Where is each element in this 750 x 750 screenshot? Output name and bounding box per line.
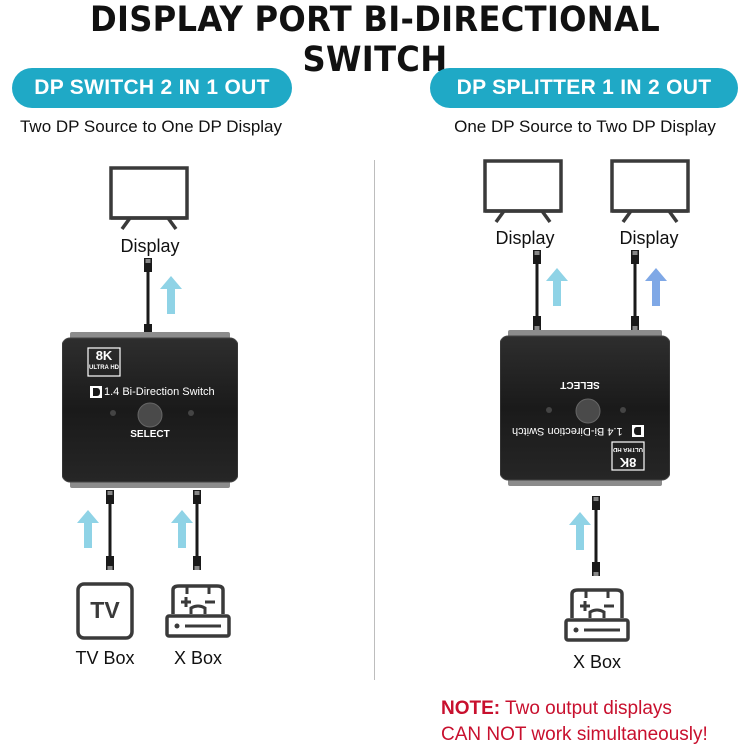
device-name: 1.4 Bi-Direction Switch <box>104 386 215 398</box>
dp-cable <box>193 490 201 570</box>
dp-cable <box>592 496 600 576</box>
tv-box-icon <box>76 582 134 640</box>
displayport-logo-icon <box>632 425 644 437</box>
select-button[interactable] <box>575 398 601 424</box>
signal-arrow-icon <box>160 276 182 314</box>
tv-box-label: TV Box <box>75 648 135 668</box>
display-label: Display <box>619 228 679 248</box>
note-line-2: CAN NOT work simultaneously! <box>441 724 708 745</box>
signal-arrow-icon <box>569 512 591 550</box>
display-monitor-icon <box>109 166 189 231</box>
game-console-icon <box>564 588 630 642</box>
x-box-label: X Box <box>572 652 622 672</box>
select-button-area <box>546 407 626 413</box>
splitter-mode-subtitle: One DP Source to Two DP Display <box>454 117 716 136</box>
signal-arrow-icon <box>645 268 667 306</box>
warning-note: NOTE: Two output displays CAN NOT work s… <box>441 696 741 748</box>
switch-mode-subtitle: Two DP Source to One DP Display <box>19 117 283 136</box>
ultra-hd-badge-top: 8K <box>619 455 637 470</box>
display-label: Display <box>495 228 555 248</box>
displayport-logo-icon <box>90 386 102 398</box>
ultra-hd-badge-bottom: ULTRA HD <box>613 446 643 452</box>
display-monitor-icon <box>483 159 563 224</box>
ultra-hd-badge-top: 8K <box>95 348 113 363</box>
note-prefix: NOTE: <box>441 698 501 719</box>
tv-box-icon-text: TV <box>90 597 120 623</box>
select-button[interactable] <box>137 402 163 428</box>
signal-arrow-icon <box>171 510 193 548</box>
game-console-icon <box>165 584 231 638</box>
page-title: DISPLAY PORT BI-DIRECTIONAL SWITCH <box>89 0 661 80</box>
x-box-label: X Box <box>173 648 223 668</box>
display-monitor-icon <box>610 159 690 224</box>
warning-note-line-1: NOTE: Two output displays <box>441 696 741 722</box>
select-button-label: SELECT <box>560 379 600 390</box>
dp-cable <box>106 490 114 570</box>
section-divider <box>374 160 375 680</box>
dp-cable <box>631 250 639 330</box>
dp-cable <box>144 258 152 338</box>
select-button-label: SELECT <box>130 429 170 440</box>
signal-arrow-icon <box>77 510 99 548</box>
device-name: 1.4 Bi-Direction Switch <box>512 425 623 437</box>
note-line-1: Two output displays <box>500 698 672 719</box>
signal-arrow-icon <box>546 268 568 306</box>
ultra-hd-badge-bottom: ULTRA HD <box>89 365 119 371</box>
select-button-area <box>110 410 194 416</box>
dp-cable <box>533 250 541 330</box>
splitter-mode-badge: DP SPLITTER 1 IN 2 OUT <box>430 68 738 108</box>
switch-mode-badge: DP SWITCH 2 IN 1 OUT <box>12 68 292 108</box>
display-label: Display <box>120 236 180 256</box>
